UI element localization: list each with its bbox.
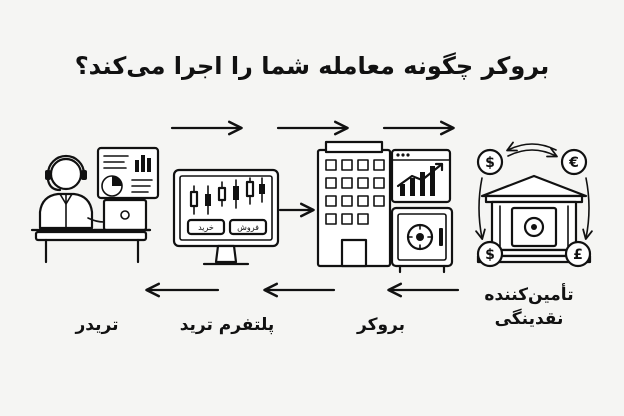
sell-button-label: فروش <box>237 223 259 232</box>
trader-label: تریدر <box>75 315 119 335</box>
trader-icon <box>30 146 160 264</box>
buy-button-label: خرید <box>198 223 214 232</box>
trading-platform-icon: خرید فروش <box>172 168 280 266</box>
currency-dollar: $ <box>485 155 495 171</box>
platform-label: پلتفرم ترید <box>179 315 275 335</box>
currency-dollar-2: $ <box>485 247 495 263</box>
liquidity-label-line1: تأمین‌کننده <box>484 285 574 305</box>
buy-button <box>186 218 226 236</box>
currency-pound: £ <box>573 247 583 263</box>
broker-label: بروکر <box>357 315 405 335</box>
currency-euro: € <box>568 155 579 171</box>
pound-coin-icon <box>564 240 592 268</box>
sell-button <box>228 218 268 236</box>
liquidity-provider-icon: $ € $ £ <box>475 141 593 268</box>
diagram-title: بروکر چگونه معامله شما را اجرا می‌کند؟ <box>74 52 550 80</box>
euro-coin-icon <box>560 148 588 176</box>
dollar-coin-icon <box>476 148 504 176</box>
liquidity-label-line2: نقدینگی <box>494 309 564 329</box>
broker-icon <box>316 140 454 274</box>
dollar-coin-icon-2 <box>476 240 504 268</box>
